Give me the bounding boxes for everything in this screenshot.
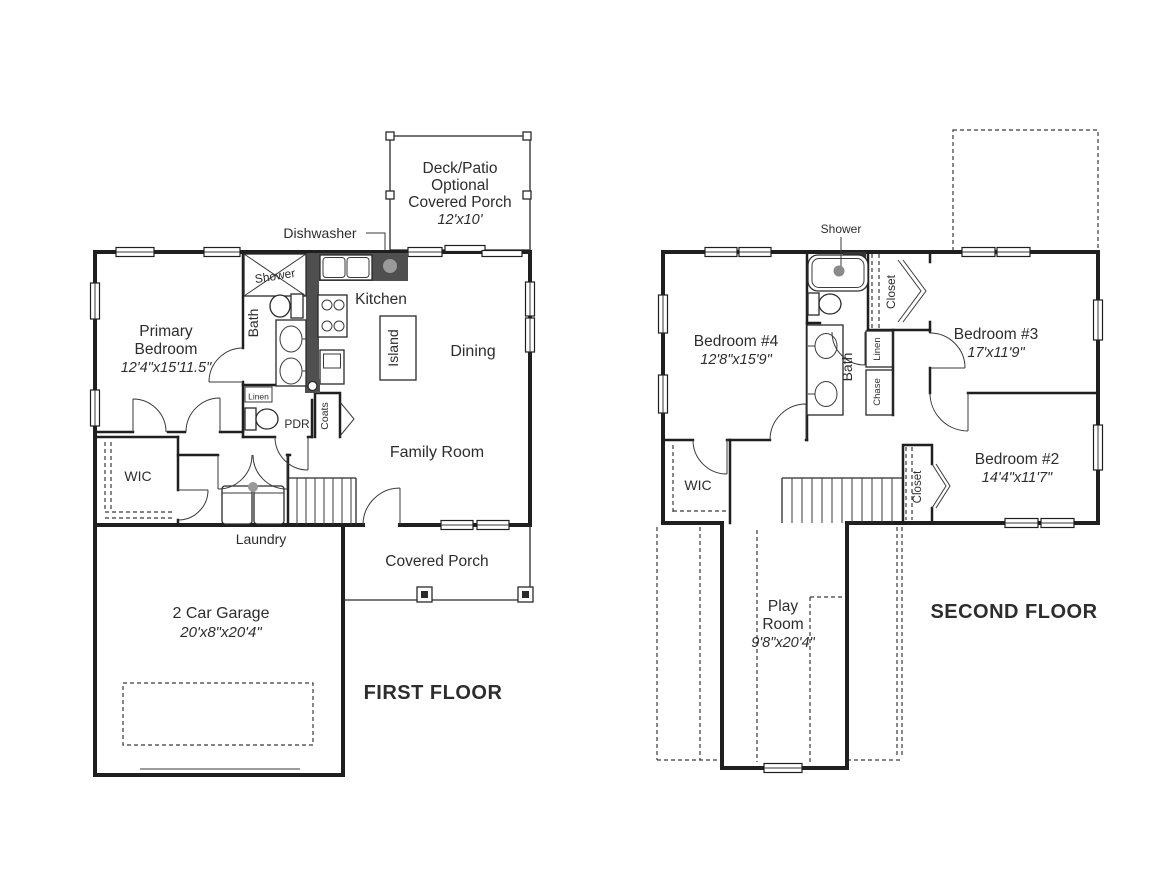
second-floor-bath-fixtures — [806, 252, 869, 416]
washer — [221, 485, 253, 525]
bedroom4-label: Bedroom #4 — [694, 333, 779, 350]
first-floor-stairs — [288, 477, 357, 525]
toilet-tank-2f — [807, 292, 820, 316]
dryer — [253, 485, 285, 525]
second-floor-plan: Shower Bedroom #4 12'8"x15'9" Bedroom #3… — [656, 129, 1104, 774]
coats-label: Coats — [319, 402, 331, 429]
play-room-dims: 9'8"x20'4" — [751, 635, 815, 651]
toilet-bowl — [269, 294, 291, 318]
bath-label-2f: Bath — [839, 353, 855, 382]
covered-porch-edges — [140, 525, 534, 770]
coats-closet-door — [339, 401, 355, 437]
second-floor-windows — [657, 246, 1104, 774]
dining-label: Dining — [450, 343, 495, 360]
second-floor-stairs — [781, 477, 903, 523]
first-floor-bath-fixtures — [243, 253, 307, 431]
wic-label-2f: WIC — [684, 477, 711, 493]
shower-head — [833, 265, 845, 277]
shower-label: Shower — [254, 266, 296, 286]
deck-patio-label-3: Covered Porch — [408, 194, 511, 211]
play-room-label-1: Play — [768, 598, 798, 615]
wic-closet-rod — [104, 442, 172, 519]
bath-vanity-2f — [806, 324, 844, 416]
shower-label-2f: Shower — [821, 222, 862, 236]
pdr-label: PDR — [284, 417, 310, 431]
toilet-tank — [290, 293, 304, 319]
kitchen-island — [379, 315, 417, 381]
bedroom2-label: Bedroom #2 — [975, 451, 1059, 468]
kitchen-sink — [319, 254, 373, 281]
kitchen-counters — [305, 253, 417, 393]
chase-label: Chase — [872, 378, 883, 405]
bedroom3-dims: 17'x11'9" — [967, 345, 1025, 361]
second-floor-doors — [692, 331, 969, 475]
second-floor-closets — [672, 254, 951, 520]
bath-label: Bath — [245, 309, 261, 338]
laundry-label: Laundry — [236, 531, 287, 547]
linen-label: Linen — [248, 392, 269, 402]
play-room-label-2: Room — [762, 616, 803, 633]
dishwasher-label: Dishwasher — [283, 225, 356, 241]
second-floor-labels: Shower Bedroom #4 12'8"x15'9" Bedroom #3… — [684, 222, 1097, 651]
pdr-toilet-tank — [244, 407, 257, 431]
first-floor-windows — [89, 244, 536, 531]
first-floor-doors — [132, 347, 401, 526]
deck-patio-label-2: Optional — [431, 177, 489, 194]
primary-bedroom-label-1: Primary — [139, 323, 193, 340]
first-floor-title: FIRST FLOOR — [364, 682, 503, 704]
wic-label: WIC — [124, 468, 151, 484]
deck-patio-dims: 12'x10' — [437, 212, 483, 228]
bedroom4-dims: 12'8"x15'9" — [700, 352, 772, 368]
pdr-toilet-bowl — [255, 408, 279, 430]
closet-label-bed3: Closet — [884, 274, 898, 309]
first-floor-labels: Deck/Patio Optional Covered Porch 12'x10… — [121, 160, 512, 704]
laundry-fixtures — [221, 482, 285, 525]
bedroom2-dims: 14'4"x11'7" — [982, 470, 1053, 486]
primary-bedroom-dims: 12'4"x15'11.5" — [121, 360, 212, 376]
bedroom3-label: Bedroom #3 — [954, 326, 1038, 343]
first-floor-plan: Deck/Patio Optional Covered Porch 12'x10… — [89, 131, 536, 777]
toilet-bowl-2f — [818, 293, 842, 315]
closet-label-bed2: Closet — [912, 470, 924, 503]
dishwasher-leader-line — [366, 232, 386, 250]
linen-label-2f: Linen — [872, 337, 883, 360]
second-floor-title: SECOND FLOOR — [930, 601, 1097, 623]
kitchen-label: Kitchen — [355, 291, 407, 308]
island-label: Island — [385, 329, 401, 366]
garage-dashed-outline — [122, 682, 314, 746]
dishwasher-fixture — [383, 259, 397, 273]
family-room-label: Family Room — [390, 444, 484, 461]
first-floor-interior-walls — [93, 250, 342, 527]
primary-bedroom-label-2: Bedroom — [135, 341, 198, 358]
covered-porch-label: Covered Porch — [385, 553, 488, 570]
garage-label: 2 Car Garage — [173, 605, 270, 622]
garage-dims: 20'x8"x20'4" — [179, 624, 262, 641]
deck-patio-label-1: Deck/Patio — [423, 160, 498, 177]
